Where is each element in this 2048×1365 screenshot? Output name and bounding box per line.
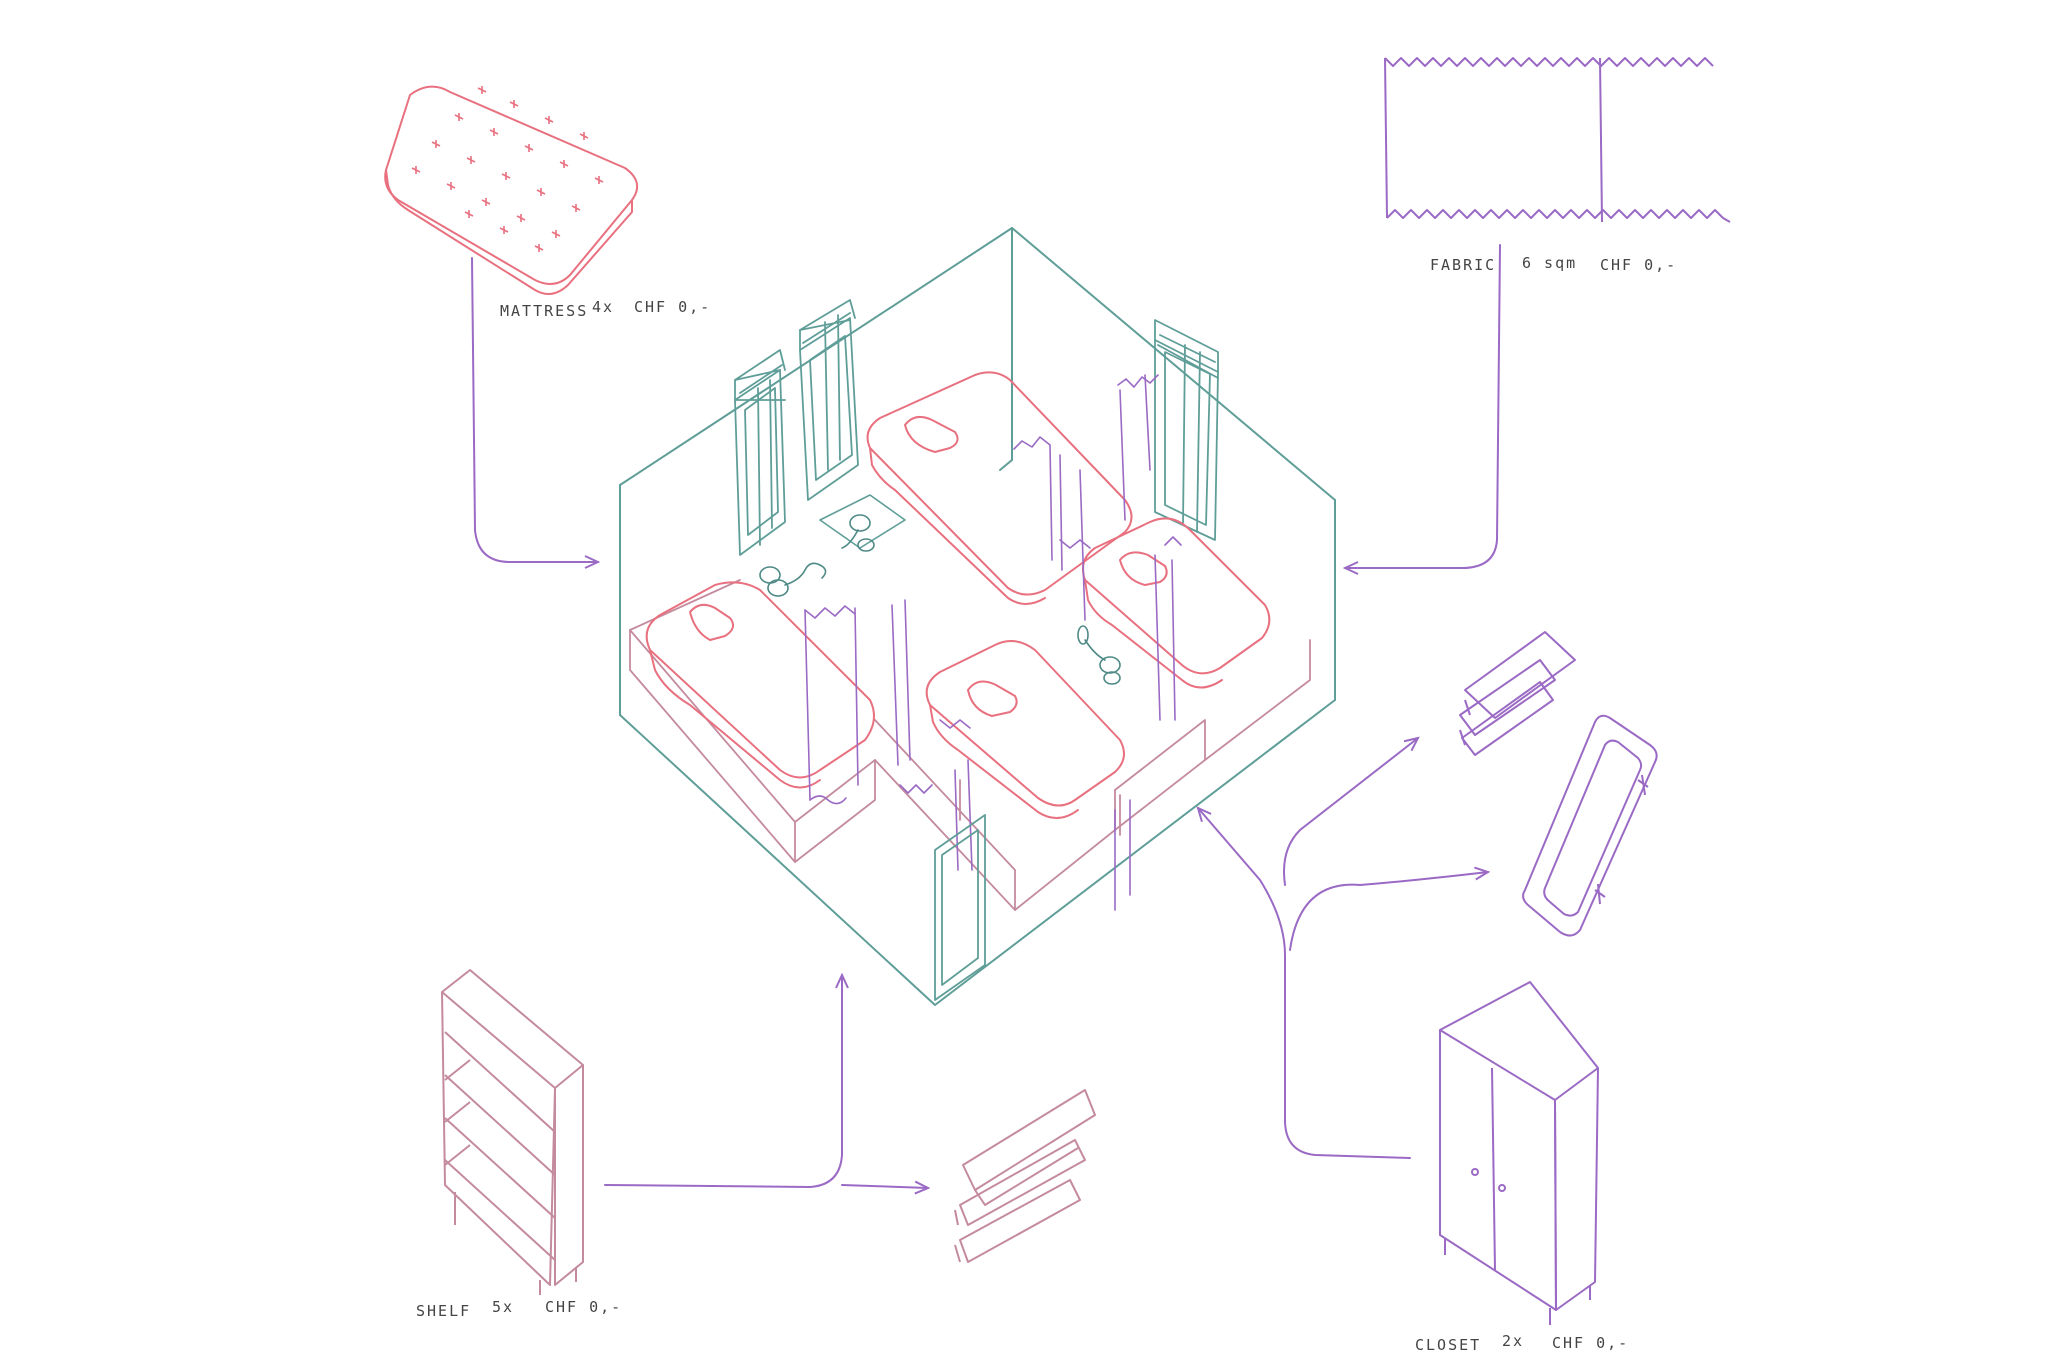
shelf-name-label: SHELF [416,1302,471,1320]
fabric-icon [1384,57,1731,223]
door-panel-icon [1522,714,1658,937]
shelf-price-label: CHF 0,- [545,1298,622,1316]
window-icon [1154,319,1219,541]
mattress-qty-label: 4x [592,298,614,316]
closet-qty-label: 2x [1502,1332,1524,1350]
room-isometric-icon [619,227,1336,1006]
bed-icon [925,640,1125,819]
window-icon [734,299,859,556]
closet-icon [1439,981,1599,1325]
bed-icon [1082,517,1271,689]
curtain-icon [804,374,1182,911]
planks-icon [1459,631,1576,756]
shelf-qty-label: 5x [492,1298,514,1316]
fabric-name-label: FABRIC [1430,256,1496,274]
closet-name-label: CLOSET [1415,1336,1481,1354]
fabric-qty-label: 6 sqm [1522,254,1577,272]
side-table [819,494,906,549]
door-panel-icon [934,814,986,1001]
bed-icon [866,371,1133,605]
closet-price-label: CHF 0,- [1552,1334,1629,1352]
shelf-icon [441,969,584,1295]
lamp-icon [759,514,1121,685]
mattress-name-label: MATTRESS [500,302,588,320]
planks-icon [954,1089,1096,1263]
mattress-price-label: CHF 0,- [634,298,711,316]
fabric-price-label: CHF 0,- [1600,256,1677,274]
mattress-icon [384,85,639,295]
bed-icon [645,581,875,789]
arrow-icon [471,244,1501,1188]
bed-platforms [629,579,1311,911]
